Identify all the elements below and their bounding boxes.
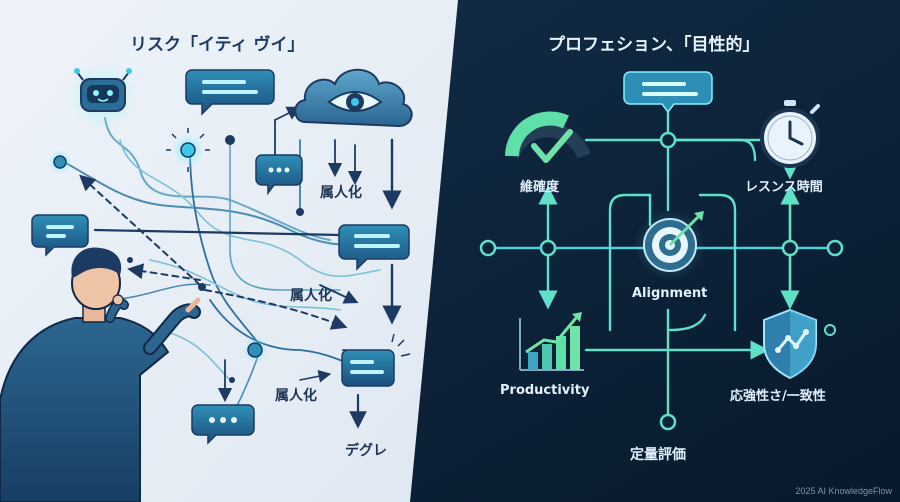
grid-nodes bbox=[479, 131, 844, 431]
network-nodes bbox=[48, 128, 304, 383]
gauge-check-icon bbox=[505, 111, 591, 163]
chat-bubble-icon bbox=[185, 69, 275, 116]
target-icon bbox=[634, 209, 706, 281]
label-productivity: Productivity bbox=[500, 383, 590, 398]
label-zokujinka-1: 属人化 bbox=[320, 185, 362, 201]
chat-bubble-icon bbox=[191, 404, 255, 445]
stopwatch-icon bbox=[760, 100, 820, 168]
label-accuracy: 維確度 bbox=[520, 180, 560, 195]
left-title: リスク「イティ ヴイ」 bbox=[130, 35, 305, 55]
eye-cloud-icon bbox=[294, 68, 413, 128]
label-zokujinka-2: 属人化 bbox=[290, 288, 332, 304]
shield-icon bbox=[763, 308, 817, 380]
right-title: プロフェション、「目性的」 bbox=[548, 35, 760, 55]
chat-bubble-icon bbox=[341, 333, 411, 387]
footer-credit: 2025 AI KnowledgeFlow bbox=[795, 486, 892, 496]
label-degure: デグレ bbox=[345, 443, 387, 459]
label-robustness: 応強性さ/一致性 bbox=[730, 389, 826, 404]
label-quantitative: 定量評価 bbox=[630, 447, 686, 463]
label-zokujinka-3: 属人化 bbox=[275, 388, 317, 404]
chat-bubble-icon bbox=[623, 71, 713, 114]
person-thinking-icon bbox=[0, 247, 201, 502]
label-alignment: Alignment bbox=[632, 286, 708, 301]
chat-bubble-icon bbox=[338, 224, 410, 271]
bar-chart-growth-icon bbox=[519, 312, 584, 371]
chat-bubble-icon bbox=[31, 214, 89, 257]
robot-icon bbox=[69, 62, 137, 130]
chat-bubble-icon bbox=[255, 154, 303, 196]
label-response-time: レスンス時間 bbox=[745, 180, 823, 195]
